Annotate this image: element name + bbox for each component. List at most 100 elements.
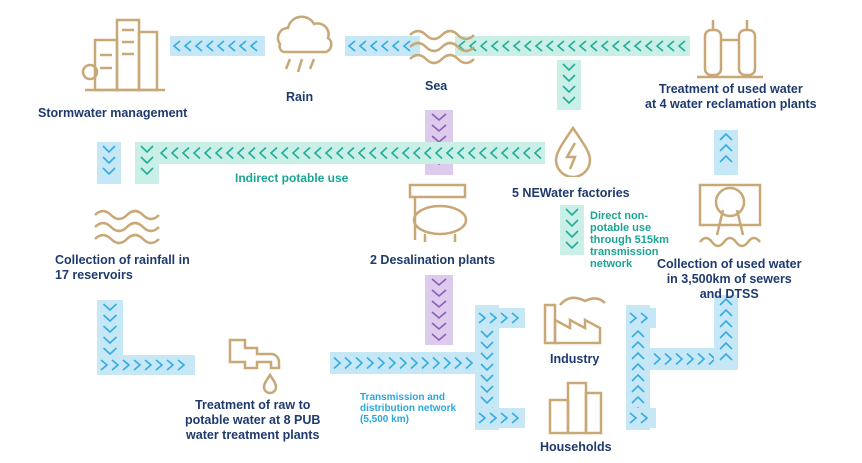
flow-band-b — [330, 352, 475, 374]
chevron-icon — [102, 145, 116, 154]
chevron-icon — [102, 303, 118, 312]
chevron-icon — [454, 356, 463, 370]
flow-band-b — [475, 308, 525, 328]
chevron-icon — [631, 395, 645, 404]
reclamation-line: Treatment of used water — [658, 82, 803, 96]
chevron-icon — [122, 359, 131, 371]
rain-cloud-icon — [272, 14, 337, 84]
chevron-icon — [227, 40, 236, 52]
network-line: Transmission and — [360, 392, 446, 403]
chevron-icon — [465, 356, 474, 370]
chevron-icon — [183, 40, 192, 52]
chevron-icon — [102, 156, 116, 165]
chevron-icon — [100, 359, 109, 371]
chevron-icon — [523, 40, 532, 52]
chevron-icon — [172, 40, 181, 52]
chevron-icon — [664, 352, 673, 366]
chevron-icon — [355, 356, 364, 370]
chevron-icon — [133, 359, 142, 371]
chevron-icon — [192, 146, 201, 160]
sea-label: Sea — [425, 79, 448, 93]
chevron-icon — [478, 146, 487, 160]
chevron-icon — [194, 40, 203, 52]
desalination-plant-icon — [405, 180, 475, 250]
treatment-line: water treatment plants — [186, 428, 320, 442]
chevron-icon — [631, 384, 645, 393]
chevron-icon — [631, 373, 645, 382]
chevron-icon — [511, 412, 520, 424]
chevron-icon — [719, 341, 733, 350]
chevron-icon — [155, 359, 164, 371]
chevron-icon — [631, 362, 645, 371]
households-label: Households — [540, 440, 612, 454]
chevron-icon — [478, 312, 487, 324]
chevron-icon — [391, 40, 400, 52]
chevron-icon — [719, 352, 733, 361]
flow-band-b — [626, 308, 656, 328]
chevron-icon — [534, 40, 543, 52]
chevron-icon — [480, 363, 494, 372]
direct-line: Direct non- — [590, 210, 649, 222]
direct-line: through 515km — [590, 234, 669, 246]
chevron-icon — [500, 312, 509, 324]
chevron-icon — [432, 356, 441, 370]
chevron-icon — [347, 40, 356, 52]
chevron-icon — [443, 356, 452, 370]
chevron-icon — [686, 352, 695, 366]
chevron-icon — [600, 40, 609, 52]
reservoir-waves-icon — [90, 205, 160, 255]
sewers-line: and DTSS — [699, 287, 759, 301]
chevron-icon — [640, 412, 649, 424]
chevron-icon — [633, 40, 642, 52]
chevron-icon — [269, 146, 278, 160]
chevron-icon — [431, 278, 447, 287]
chevron-icon — [480, 341, 494, 350]
chevron-icon — [140, 156, 154, 165]
chevron-icon — [611, 40, 620, 52]
chevron-icon — [423, 146, 432, 160]
chevron-icon — [644, 40, 653, 52]
flow-band-t — [560, 205, 584, 255]
chevron-icon — [225, 146, 234, 160]
chevron-icon — [159, 146, 168, 160]
chevron-icon — [512, 40, 521, 52]
chevron-icon — [562, 96, 576, 105]
chevron-icon — [412, 146, 421, 160]
chevron-icon — [379, 146, 388, 160]
chevron-icon — [431, 311, 447, 320]
city-buildings-icon — [80, 10, 170, 100]
chevron-icon — [556, 40, 565, 52]
chevron-icon — [216, 40, 225, 52]
chevron-icon — [490, 40, 499, 52]
chevron-icon — [388, 356, 397, 370]
chevron-icon — [511, 146, 520, 160]
chevron-icon — [533, 146, 542, 160]
chevron-icon — [653, 352, 662, 366]
treatment-line: Treatment of raw to — [195, 398, 311, 412]
flow-band-b — [345, 36, 420, 56]
chevron-icon — [480, 330, 494, 339]
reclamation-line: at 4 water reclamation plants — [645, 97, 817, 111]
chevron-icon — [431, 300, 447, 309]
direct-line: network — [590, 258, 633, 270]
flow-band-t — [135, 142, 545, 164]
chevron-icon — [236, 146, 245, 160]
direct-line: transmission — [590, 246, 659, 258]
chevron-icon — [589, 40, 598, 52]
desalination-label: 2 Desalination plants — [370, 253, 496, 267]
chevron-icon — [567, 40, 576, 52]
chevron-icon — [489, 312, 498, 324]
chevron-icon — [377, 356, 386, 370]
chevron-icon — [562, 74, 576, 83]
chevron-icon — [719, 330, 733, 339]
chevron-icon — [631, 340, 645, 349]
chevron-icon — [324, 146, 333, 160]
chevron-icon — [456, 146, 465, 160]
chevron-icon — [431, 333, 447, 342]
chevron-icon — [358, 40, 367, 52]
reservoirs-line: 17 reservoirs — [55, 268, 133, 282]
chevron-icon — [102, 314, 118, 323]
chevron-icon — [431, 322, 447, 331]
flow-band-b — [97, 355, 195, 375]
newater-drop-lightning-icon — [553, 125, 593, 182]
